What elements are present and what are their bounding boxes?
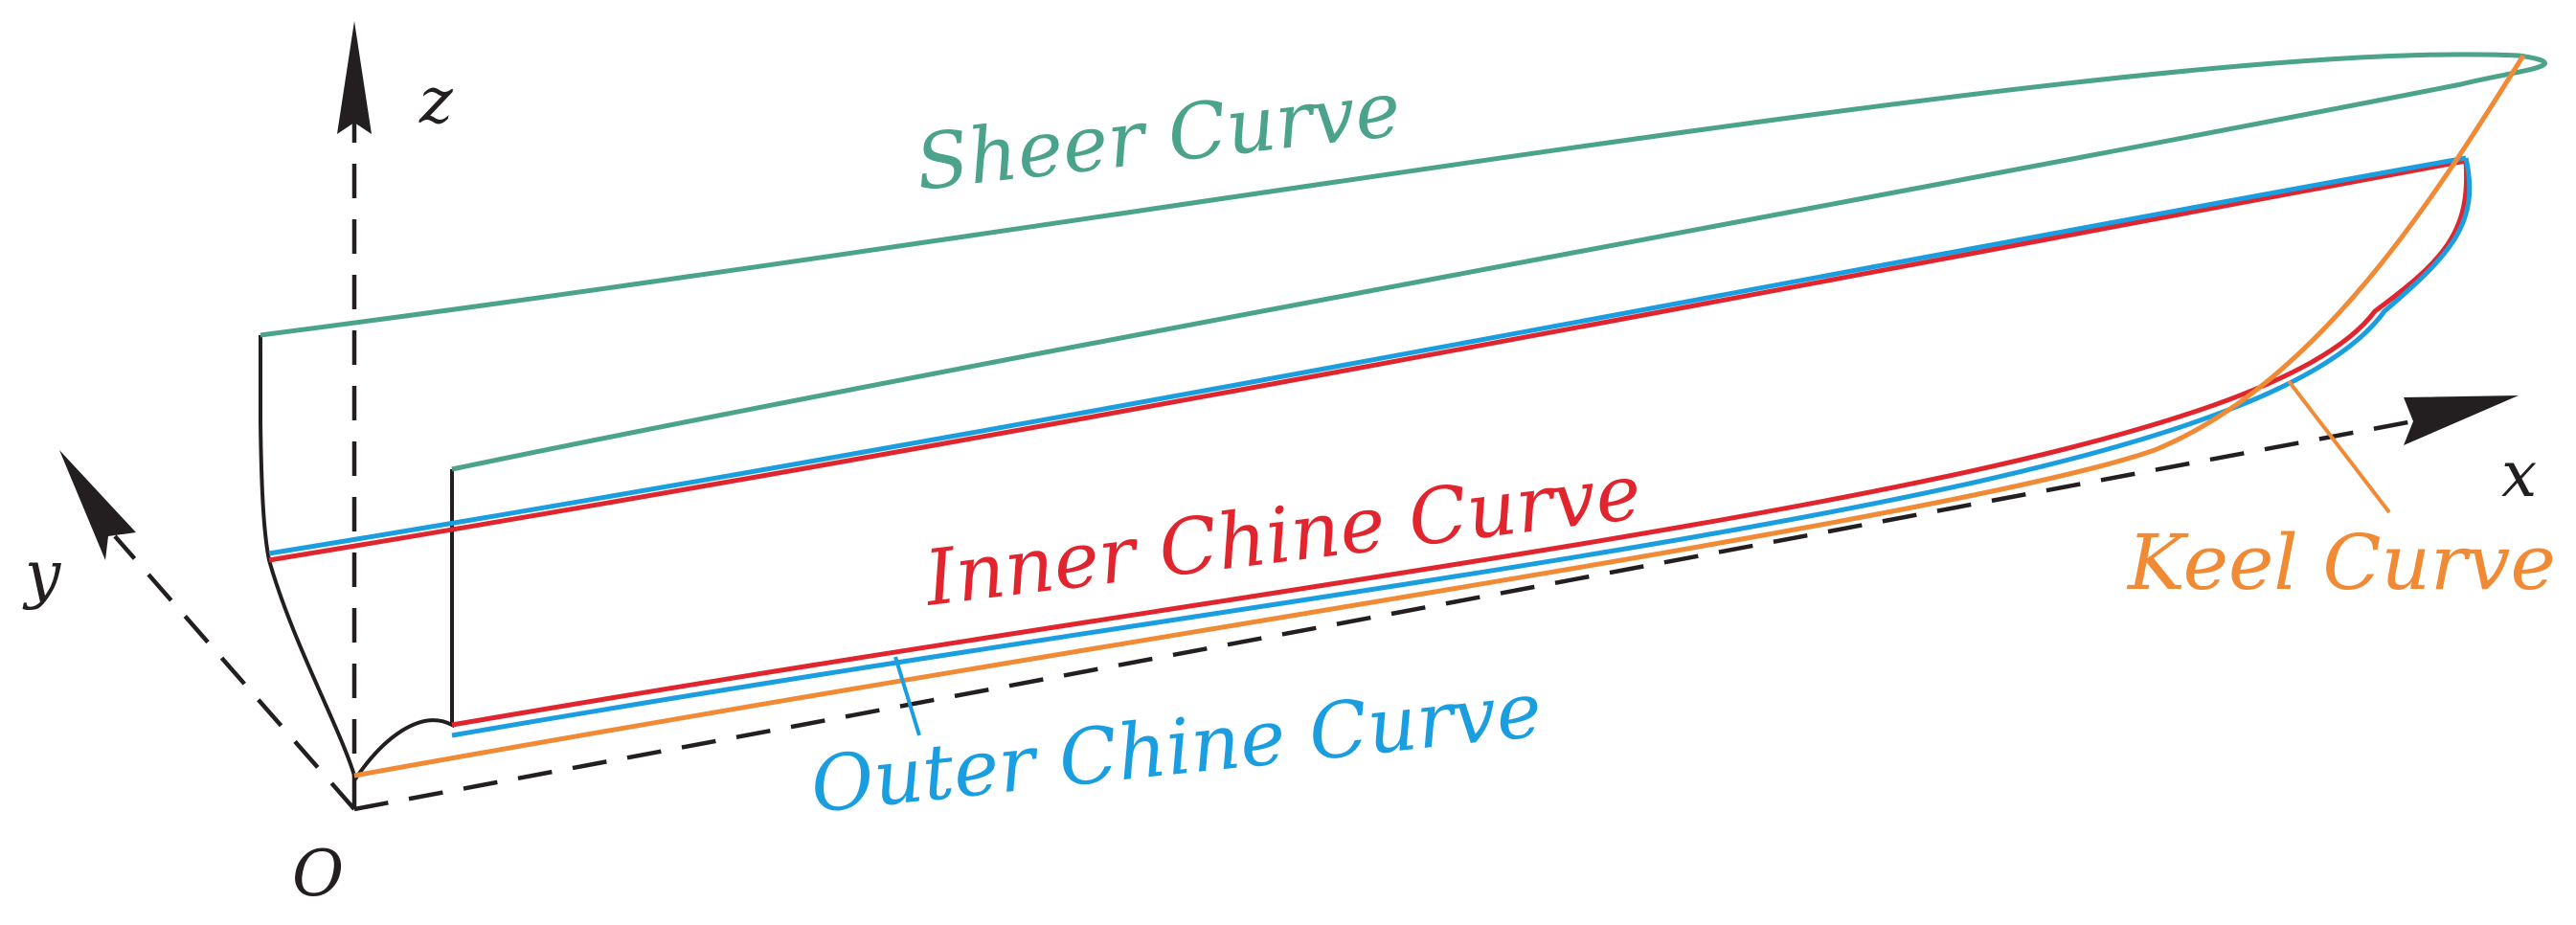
origin-label: O	[292, 837, 344, 911]
y-axis-label: y	[22, 537, 61, 611]
y-axis-arrowhead	[59, 450, 136, 560]
axis-labels: z y x O	[22, 64, 2537, 911]
keel-curve	[353, 54, 2526, 778]
hull-curves	[260, 52, 2547, 778]
keel-leader	[2287, 379, 2391, 514]
sheer-curve	[260, 52, 2547, 472]
x-axis-arrowhead	[2404, 395, 2519, 445]
curve-labels: Sheer Curve Inner Chine Curve Outer Chin…	[806, 64, 2556, 830]
z-axis-arrowhead	[337, 21, 372, 134]
forward-section	[352, 469, 454, 782]
inner-chine-curve	[268, 158, 2470, 728]
z-axis-label: z	[418, 64, 454, 138]
x-axis	[353, 418, 2414, 812]
leader-lines	[893, 379, 2391, 736]
axes	[113, 115, 2414, 812]
sheer-curve-label: Sheer Curve	[912, 64, 1405, 208]
outer-chine-curve-label: Outer Chine Curve	[806, 665, 1546, 830]
outer-chine-leader	[893, 656, 921, 736]
axis-arrows	[59, 21, 2519, 560]
keel-curve-label: Keel Curve	[2126, 518, 2556, 607]
inner-chine-curve-label: Inner Chine Curve	[918, 447, 1646, 623]
x-axis-label: x	[2501, 438, 2537, 511]
y-axis	[113, 534, 356, 811]
outer-chine-curve	[268, 155, 2473, 738]
